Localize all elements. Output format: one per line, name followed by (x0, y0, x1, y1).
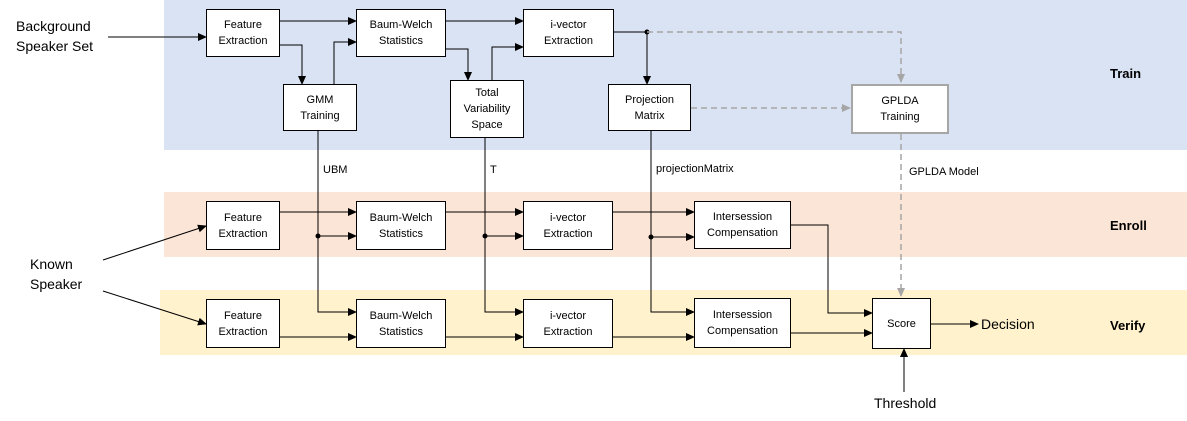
known-speaker-label: Known Speaker (30, 256, 83, 292)
verify-baum-welch-box: Baum-Welch Statistics (356, 299, 446, 348)
enroll-feature-extraction-box: Feature Extraction (206, 201, 280, 250)
verify-feature-extraction-box: Feature Extraction (206, 299, 280, 348)
enroll-intersession-compensation-box: Intersession Compensation (694, 201, 791, 249)
gplda-model-label: GPLDA Model (909, 166, 979, 178)
background-speaker-set-label: Background Speaker Set (16, 18, 94, 54)
stage-verify-label: Verify (1110, 318, 1146, 333)
verify-intersession-compensation-box: Intersession Compensation (694, 298, 791, 348)
t-label: T (490, 164, 497, 176)
stage-enroll-label: Enroll (1110, 218, 1147, 233)
score-box: Score (872, 298, 931, 349)
train-ivector-extraction-box: i-vector Extraction (523, 9, 614, 57)
threshold-label: Threshold (874, 395, 937, 411)
total-variability-space-box: Total Variability Space (450, 80, 524, 138)
train-baum-welch-box: Baum-Welch Statistics (356, 9, 446, 57)
enroll-ivector-extraction-box: i-vector Extraction (523, 201, 613, 250)
stage-train-label: Train (1110, 66, 1142, 81)
decision-label: Decision (981, 316, 1035, 332)
verify-ivector-extraction-box: i-vector Extraction (523, 299, 613, 348)
verify-band (160, 290, 1187, 355)
ubm-label: UBM (323, 164, 348, 176)
gmm-training-box: GMM Training (283, 84, 357, 131)
enroll-baum-welch-box: Baum-Welch Statistics (356, 201, 446, 250)
projection-matrix-box: Projection Matrix (608, 84, 691, 131)
gplda-training-box: GPLDA Training (851, 84, 949, 134)
train-feature-extraction-box: Feature Extraction (206, 9, 280, 57)
enroll-band (164, 192, 1187, 257)
projection-matrix-label: projectionMatrix (656, 163, 734, 175)
